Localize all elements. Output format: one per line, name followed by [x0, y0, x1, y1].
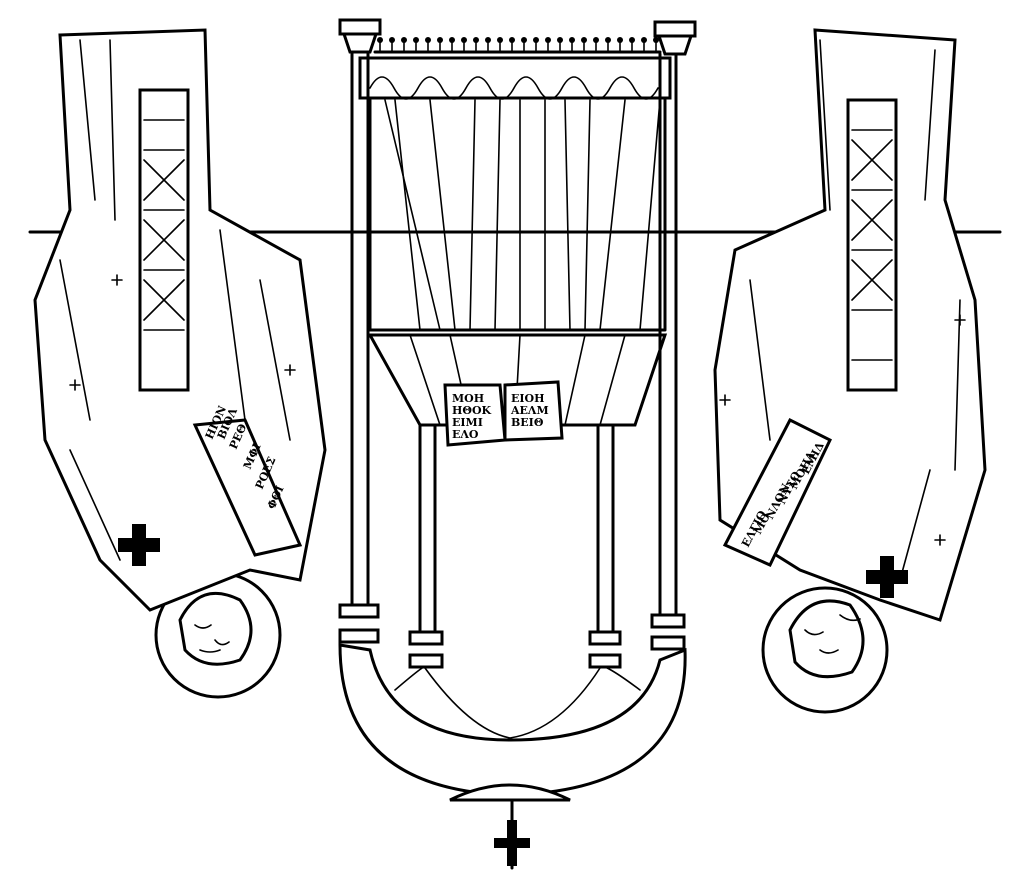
right-saint: ΕΛΓΙΟ ΜΟ ΝΛΟΝ ΝΥΣΟ ΜΟΗΑ ΕΜΙΔ — [713, 28, 987, 714]
finials — [373, 37, 662, 54]
basin — [338, 643, 687, 802]
outer-columns — [338, 50, 686, 651]
finial-knob — [389, 37, 395, 43]
finial-knob — [377, 37, 383, 43]
finial-knob — [629, 37, 635, 43]
finial-knob — [401, 37, 407, 43]
finial-knob — [461, 37, 467, 43]
book-left-line-1: ΜΟΗ — [452, 392, 484, 405]
finial-knob — [593, 37, 599, 43]
book-right-line-1: ΕΙΟΗ — [511, 392, 545, 405]
book-right-line-2: ΑΕΛΜ — [510, 404, 549, 417]
finial-knob — [509, 37, 515, 43]
finial-knob — [449, 37, 455, 43]
finial-knob — [617, 37, 623, 43]
finial-knob — [653, 37, 659, 43]
finial-knob — [485, 37, 491, 43]
finial-knob — [581, 37, 587, 43]
finial-knob — [569, 37, 575, 43]
finial-knob — [641, 37, 647, 43]
curtains — [368, 98, 667, 332]
finial-knob — [437, 37, 443, 43]
finial-knob — [413, 37, 419, 43]
finial-knob — [605, 37, 611, 43]
book-left-line-4: ΕΛΟ — [452, 428, 479, 441]
finial-knob — [557, 37, 563, 43]
finial-knob — [497, 37, 503, 43]
ciborium: ΜΟΗ ΗΘΟΚ ΕΙΜΙ ΕΛΟ ΕΙΟΗ ΑΕΛΜ ΒΕΙΘ — [338, 18, 697, 870]
open-book: ΜΟΗ ΗΘΟΚ ΕΙΜΙ ΕΛΟ ΕΙΟΗ ΑΕΛΜ ΒΕΙΘ — [443, 380, 564, 447]
left-saint: ΗΙΟΝ ΒΙΟΛ ΡΕΘ ΜΦΙ ΡΟΕΣ ΦΘΙ — [33, 28, 327, 699]
book-right-line-3: ΒΕΙΘ — [511, 416, 544, 429]
inner-columns — [408, 423, 622, 669]
finial-knob — [521, 37, 527, 43]
book-left-line-3: ΕΙΜΙ — [452, 416, 483, 429]
cross-icon — [494, 798, 530, 870]
finial-knob — [425, 37, 431, 43]
finial-knob — [545, 37, 551, 43]
right-scroll: ΕΛΓΙΟ ΜΟ ΝΛΟΝ ΝΥΣΟ ΜΟΗΑ ΕΜΙΔ — [722, 417, 832, 567]
finial-knob — [473, 37, 479, 43]
book-left-line-2: ΗΘΟΚ — [452, 404, 492, 417]
finial-knob — [533, 37, 539, 43]
